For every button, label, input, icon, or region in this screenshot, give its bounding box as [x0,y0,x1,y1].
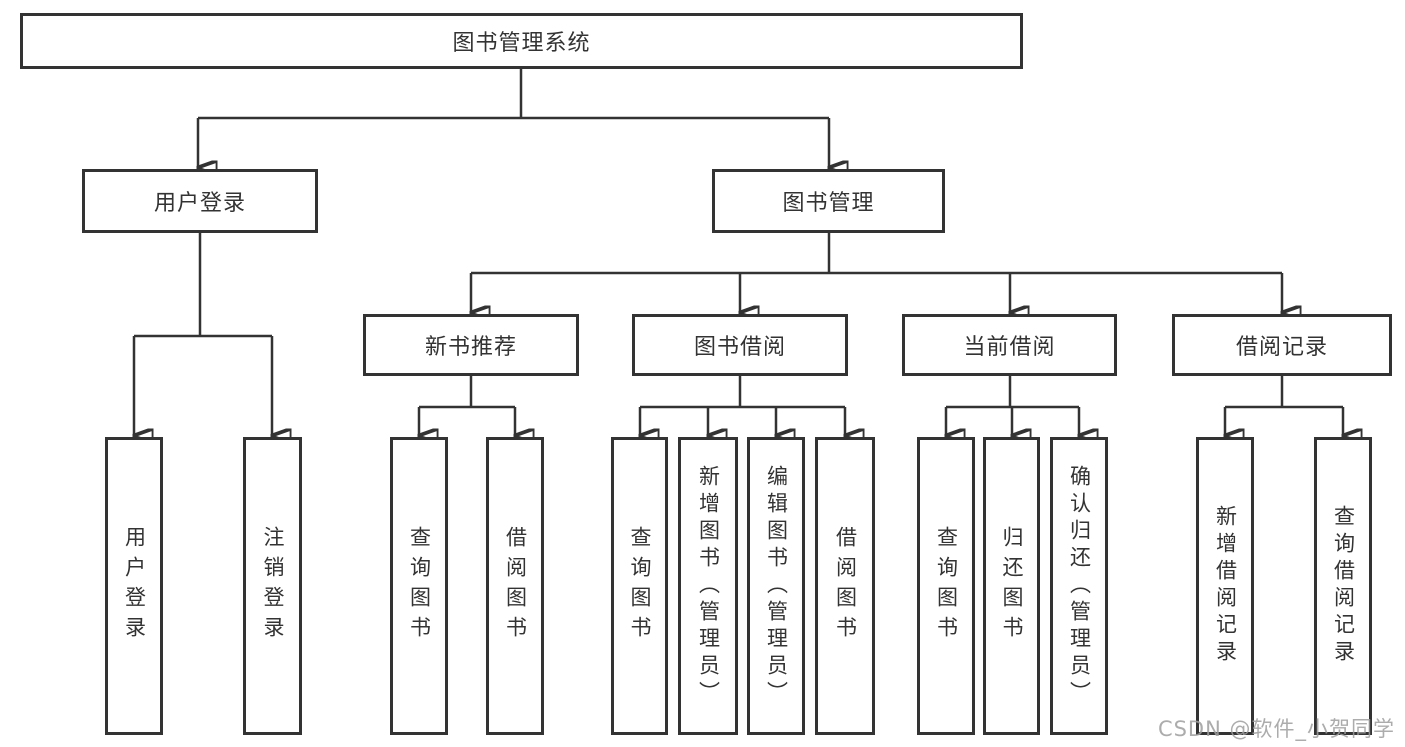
node-book-borrowing: 图书借阅 [632,314,848,376]
leaf-query-books-2: 查询图书 [611,437,668,735]
leaf-edit-books-admin: 编辑图书（管理员） [747,437,805,735]
leaf-logout: 注销登录 [243,437,302,735]
node-new-book-recommend: 新书推荐 [363,314,579,376]
node-user-login-branch: 用户登录 [82,169,318,233]
node-borrowing-records: 借阅记录 [1172,314,1392,376]
leaf-query-books-1: 查询图书 [390,437,448,735]
leaf-query-books-3: 查询图书 [917,437,975,735]
leaf-confirm-return-admin: 确认归还（管理员） [1050,437,1108,735]
leaf-return-books: 归还图书 [983,437,1040,735]
leaf-query-borrow-record: 查询借阅记录 [1314,437,1372,735]
node-book-management-branch: 图书管理 [712,169,945,233]
leaf-borrow-books-1: 借阅图书 [486,437,544,735]
leaf-add-books-admin: 新增图书（管理员） [678,437,738,735]
node-current-borrowing: 当前借阅 [902,314,1117,376]
leaf-add-borrow-record: 新增借阅记录 [1196,437,1254,735]
leaf-user-login: 用户登录 [105,437,163,735]
node-system-root: 图书管理系统 [20,13,1023,69]
leaf-borrow-books-2: 借阅图书 [815,437,875,735]
